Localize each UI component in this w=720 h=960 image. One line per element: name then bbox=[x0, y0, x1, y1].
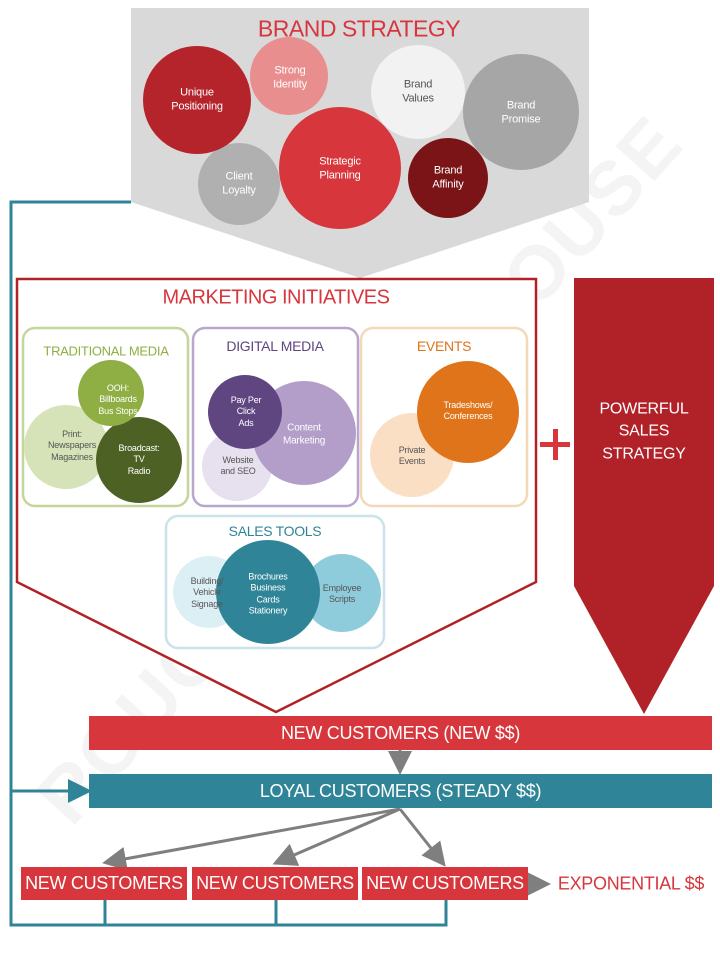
loyal-to-new-3-arrow bbox=[398, 808, 446, 867]
bubble-broadcast bbox=[96, 417, 182, 503]
print-label: Print: Newspapers Magazines bbox=[47, 429, 97, 462]
client-loyalty-label: Client Loyalty bbox=[222, 170, 256, 196]
employee-scripts-label: Employee Scripts bbox=[322, 582, 362, 604]
new-customers-bar: NEW CUSTOMERS (NEW $$) bbox=[89, 716, 712, 750]
brand-promise-label: Brand Promise bbox=[501, 99, 541, 125]
bubble-brochures bbox=[216, 540, 320, 644]
content-marketing-label: Content Marketing bbox=[282, 422, 326, 447]
new-customers-node-3: NEW CUSTOMERS bbox=[362, 867, 528, 900]
digital-media-title: DIGITAL MEDIA bbox=[226, 338, 324, 354]
loyal-to-new-1-arrow bbox=[102, 807, 401, 871]
new-customers-node-2: NEW CUSTOMERS bbox=[192, 867, 358, 900]
bubble-pay-per-click bbox=[208, 375, 282, 449]
brand-affinity-label: Brand Affinity bbox=[432, 164, 464, 190]
bubble-client-loyalty bbox=[198, 143, 280, 225]
traditional-media-title: TRADITIONAL MEDIA bbox=[43, 343, 169, 359]
bubble-brand-values bbox=[371, 45, 465, 139]
private-events-label: Private Events bbox=[398, 444, 426, 466]
bubble-strategic-planning bbox=[279, 107, 401, 229]
strong-identity-label: Strong Identity bbox=[273, 64, 307, 90]
tradeshows-label: Tradeshows/ Conferences bbox=[443, 399, 493, 421]
brand-strategy-title: BRAND STRATEGY bbox=[257, 15, 461, 42]
brochures-label: Brochures Business Cards Stationery bbox=[248, 571, 288, 616]
bubble-tradeshows bbox=[417, 361, 519, 463]
events-title: EVENTS bbox=[416, 338, 472, 354]
sales-strategy-arrow bbox=[574, 278, 714, 714]
sales-tools-title: SALES TOOLS bbox=[228, 523, 322, 539]
strategic-planning-label: Strategic Planning bbox=[319, 155, 361, 181]
bubble-ooh bbox=[78, 360, 144, 426]
exponential-label: EXPONENTIAL $$ bbox=[557, 873, 705, 894]
brand-values-label: Brand Values bbox=[402, 78, 434, 104]
bubble-strong-identity bbox=[250, 37, 328, 115]
loyal-customers-bar: LOYAL CUSTOMERS (STEADY $$) bbox=[89, 774, 712, 808]
ooh-label: OOH: Billboards Bus Stops bbox=[98, 383, 138, 416]
pay-per-click-label: Pay Per Click Ads bbox=[230, 395, 262, 428]
unique-positioning-label: Unique Positioning bbox=[171, 86, 223, 112]
bubble-unique-positioning bbox=[143, 46, 251, 154]
website-seo-label: Website and SEO bbox=[220, 454, 256, 476]
bubble-brand-promise bbox=[463, 54, 579, 170]
sales-strategy-label: POWERFUL SALES STRATEGY bbox=[599, 400, 689, 463]
feedback-loop-line bbox=[9, 200, 448, 927]
new-customers-node-1: NEW CUSTOMERS bbox=[21, 867, 187, 900]
broadcast-label: Broadcast: TV Radio bbox=[118, 443, 160, 476]
bubble-print bbox=[24, 405, 108, 489]
plus-vertical bbox=[553, 429, 558, 460]
building-signage-label: Building/ Vehicle Signage bbox=[190, 576, 224, 609]
bubble-brand-affinity bbox=[408, 138, 488, 218]
loyal-to-new-2-arrow bbox=[272, 807, 401, 866]
marketing-initiatives-title: MARKETING INITIATIVES bbox=[162, 286, 390, 309]
bubble-employee-scripts bbox=[303, 554, 381, 632]
